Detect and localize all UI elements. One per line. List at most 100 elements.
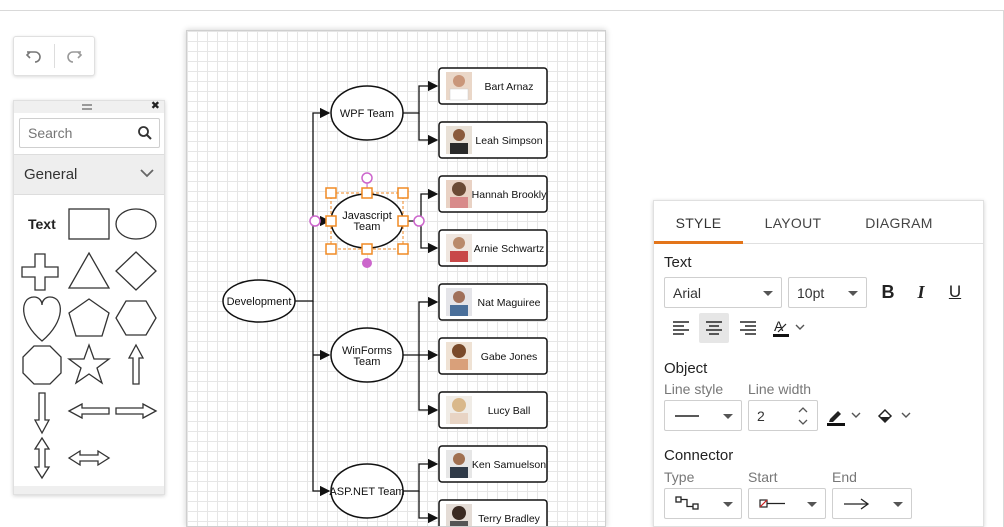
connector[interactable] xyxy=(403,296,439,356)
connector-end-label: End xyxy=(832,469,857,485)
triangle-shape[interactable] xyxy=(67,251,111,289)
redo-icon xyxy=(67,51,83,63)
arrow-right-shape[interactable] xyxy=(115,402,158,420)
align-right-button[interactable] xyxy=(733,313,763,343)
arrow-down-shape[interactable] xyxy=(33,392,51,435)
fill-color-button[interactable] xyxy=(876,400,916,431)
underline-button[interactable]: U xyxy=(943,279,967,305)
arrow-leftright-shape[interactable] xyxy=(67,449,111,467)
resize-handle[interactable] xyxy=(397,243,409,255)
connector[interactable] xyxy=(418,113,439,146)
node-member[interactable]: Hannah Brookly xyxy=(438,175,548,213)
resize-handle[interactable] xyxy=(361,187,373,199)
arrow-up-shape[interactable] xyxy=(127,343,145,385)
font-color-button[interactable]: A xyxy=(770,313,814,343)
node-wpf-team[interactable] xyxy=(330,85,404,141)
connector[interactable] xyxy=(403,80,439,114)
hexagon-shape[interactable] xyxy=(115,300,157,336)
connection-port[interactable] xyxy=(309,215,321,227)
node-member[interactable]: Bart Arnaz xyxy=(438,67,548,105)
octagon-shape[interactable] xyxy=(22,345,62,385)
palette-section-general[interactable]: General xyxy=(14,154,164,195)
node-member[interactable]: Arnie Schwartz xyxy=(438,229,548,267)
node-development[interactable] xyxy=(222,279,296,323)
resize-handle[interactable] xyxy=(325,187,337,199)
line-width-input[interactable]: 2 xyxy=(748,400,818,431)
section-title: General xyxy=(24,166,78,183)
font-family-value: Arial xyxy=(673,285,702,301)
resize-handle[interactable] xyxy=(325,243,337,255)
underline-icon: U xyxy=(948,282,962,301)
node-aspnet-team[interactable] xyxy=(330,463,404,519)
member-name: Terry Bradley xyxy=(478,513,541,525)
palette-header[interactable]: ✖ xyxy=(14,100,164,113)
connector[interactable] xyxy=(403,458,439,492)
italic-button[interactable]: I xyxy=(909,279,933,305)
rectangle-shape[interactable] xyxy=(68,208,110,240)
resize-handle[interactable] xyxy=(325,215,337,227)
org-chart: Development WPF Team Javascript Team Win… xyxy=(222,67,548,527)
node-winforms-team[interactable] xyxy=(330,327,404,383)
tab-diagram[interactable]: DIAGRAM xyxy=(865,215,933,231)
resize-handle[interactable] xyxy=(397,215,409,227)
ellipse-shape[interactable] xyxy=(115,208,157,240)
node-label: WPF Team xyxy=(340,108,394,120)
node-member[interactable]: Lucy Ball xyxy=(438,391,548,429)
arrow-left-shape[interactable] xyxy=(67,402,110,420)
undo-icon xyxy=(25,51,41,63)
node-member[interactable]: Leah Simpson xyxy=(438,121,548,159)
history-toolbar xyxy=(13,36,95,76)
palette-search xyxy=(19,118,160,148)
font-family-dropdown[interactable]: Arial xyxy=(664,277,782,308)
align-right-icon xyxy=(740,321,756,335)
node-member[interactable]: Ken Samuelson xyxy=(438,445,548,483)
tab-style[interactable]: STYLE xyxy=(675,215,722,231)
connector-start-dropdown[interactable] xyxy=(748,488,826,519)
connector-type-label: Type xyxy=(664,469,695,485)
member-name: Gabe Jones xyxy=(481,351,538,363)
connector[interactable] xyxy=(418,355,439,416)
rotate-handle[interactable] xyxy=(361,172,373,184)
node-label: Javascript xyxy=(342,210,392,222)
connector[interactable] xyxy=(312,301,331,497)
pentagon-shape[interactable] xyxy=(68,298,110,337)
resize-handle[interactable] xyxy=(361,243,373,255)
fill-bucket-icon xyxy=(877,408,911,426)
star-shape[interactable] xyxy=(67,343,111,385)
align-center-button[interactable] xyxy=(699,313,729,343)
plus-shape[interactable] xyxy=(21,253,59,291)
node-member[interactable]: Nat Maguiree xyxy=(438,283,548,321)
line-style-dropdown[interactable] xyxy=(664,400,742,431)
connector[interactable] xyxy=(418,491,439,524)
align-left-icon xyxy=(673,321,689,335)
node-member[interactable]: Terry Bradley xyxy=(438,499,548,527)
diamond-shape[interactable] xyxy=(115,251,157,291)
font-color-icon: A xyxy=(773,318,805,337)
connector-type-dropdown[interactable] xyxy=(664,488,742,519)
connector[interactable] xyxy=(420,221,439,254)
close-icon[interactable]: ✖ xyxy=(150,100,160,112)
connector[interactable] xyxy=(295,107,331,302)
search-input[interactable] xyxy=(26,124,136,142)
search-icon[interactable] xyxy=(137,125,153,141)
text-shape[interactable]: Text xyxy=(28,216,56,232)
line-color-button[interactable] xyxy=(826,400,866,431)
arrow-updown-shape[interactable] xyxy=(33,436,51,480)
diagram-canvas[interactable]: Development WPF Team Javascript Team Win… xyxy=(186,30,606,527)
resize-handle[interactable] xyxy=(397,187,409,199)
connection-port[interactable] xyxy=(362,258,372,268)
node-member[interactable]: Gabe Jones xyxy=(438,337,548,375)
bold-button[interactable]: B xyxy=(876,279,900,305)
tab-layout[interactable]: LAYOUT xyxy=(764,215,822,231)
font-size-dropdown[interactable]: 10pt xyxy=(788,277,867,308)
connector[interactable] xyxy=(405,188,439,222)
connection-port[interactable] xyxy=(413,215,425,227)
align-left-button[interactable] xyxy=(666,313,696,343)
heart-shape[interactable] xyxy=(23,296,61,342)
connector-end-dropdown[interactable] xyxy=(832,488,912,519)
redo-button[interactable] xyxy=(54,37,94,75)
drag-handle-icon[interactable] xyxy=(82,104,92,110)
undo-button[interactable] xyxy=(14,37,54,75)
spinner-icon[interactable] xyxy=(797,405,809,427)
bold-icon: B xyxy=(881,281,895,302)
